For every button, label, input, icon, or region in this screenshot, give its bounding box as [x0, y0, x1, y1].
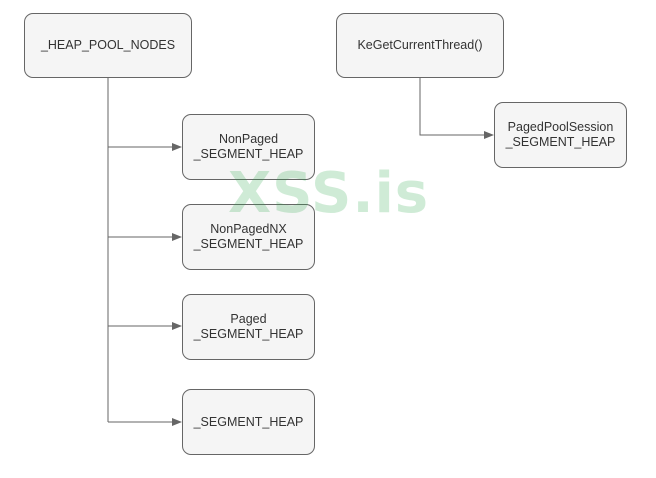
node-label: _HEAP_POOL_NODES: [40, 38, 176, 52]
node-label-line-2: _SEGMENT_HEAP: [193, 147, 304, 161]
paged-segment-heap-box: Paged _SEGMENT_HEAP: [182, 294, 315, 360]
node-label-line-2: _SEGMENT_HEAP: [193, 327, 304, 341]
node-label-line-1: NonPagedNX: [210, 222, 287, 236]
nonpaged-segment-heap-box: NonPaged _SEGMENT_HEAP: [182, 114, 315, 180]
node-label-line-1: Paged: [230, 312, 267, 326]
ke-get-current-thread-box: KeGetCurrentThread(): [336, 13, 504, 78]
node-label-line-1: NonPaged: [218, 132, 279, 146]
node-label: _SEGMENT_HEAP: [193, 414, 304, 429]
node-label-line-2: _SEGMENT_HEAP: [193, 237, 304, 251]
node-label-line-2: _SEGMENT_HEAP: [505, 135, 616, 149]
nonpagednx-segment-heap-box: NonPagedNX _SEGMENT_HEAP: [182, 204, 315, 270]
edge-ke-to-session: [419, 78, 494, 139]
node-label-line-1: PagedPoolSession: [507, 120, 614, 134]
heap-pool-nodes-box: _HEAP_POOL_NODES: [24, 13, 192, 78]
paged-pool-session-segment-heap-box: PagedPoolSession _SEGMENT_HEAP: [494, 102, 627, 168]
node-label: KeGetCurrentThread(): [357, 38, 483, 52]
segment-heap-box: _SEGMENT_HEAP: [182, 389, 315, 455]
